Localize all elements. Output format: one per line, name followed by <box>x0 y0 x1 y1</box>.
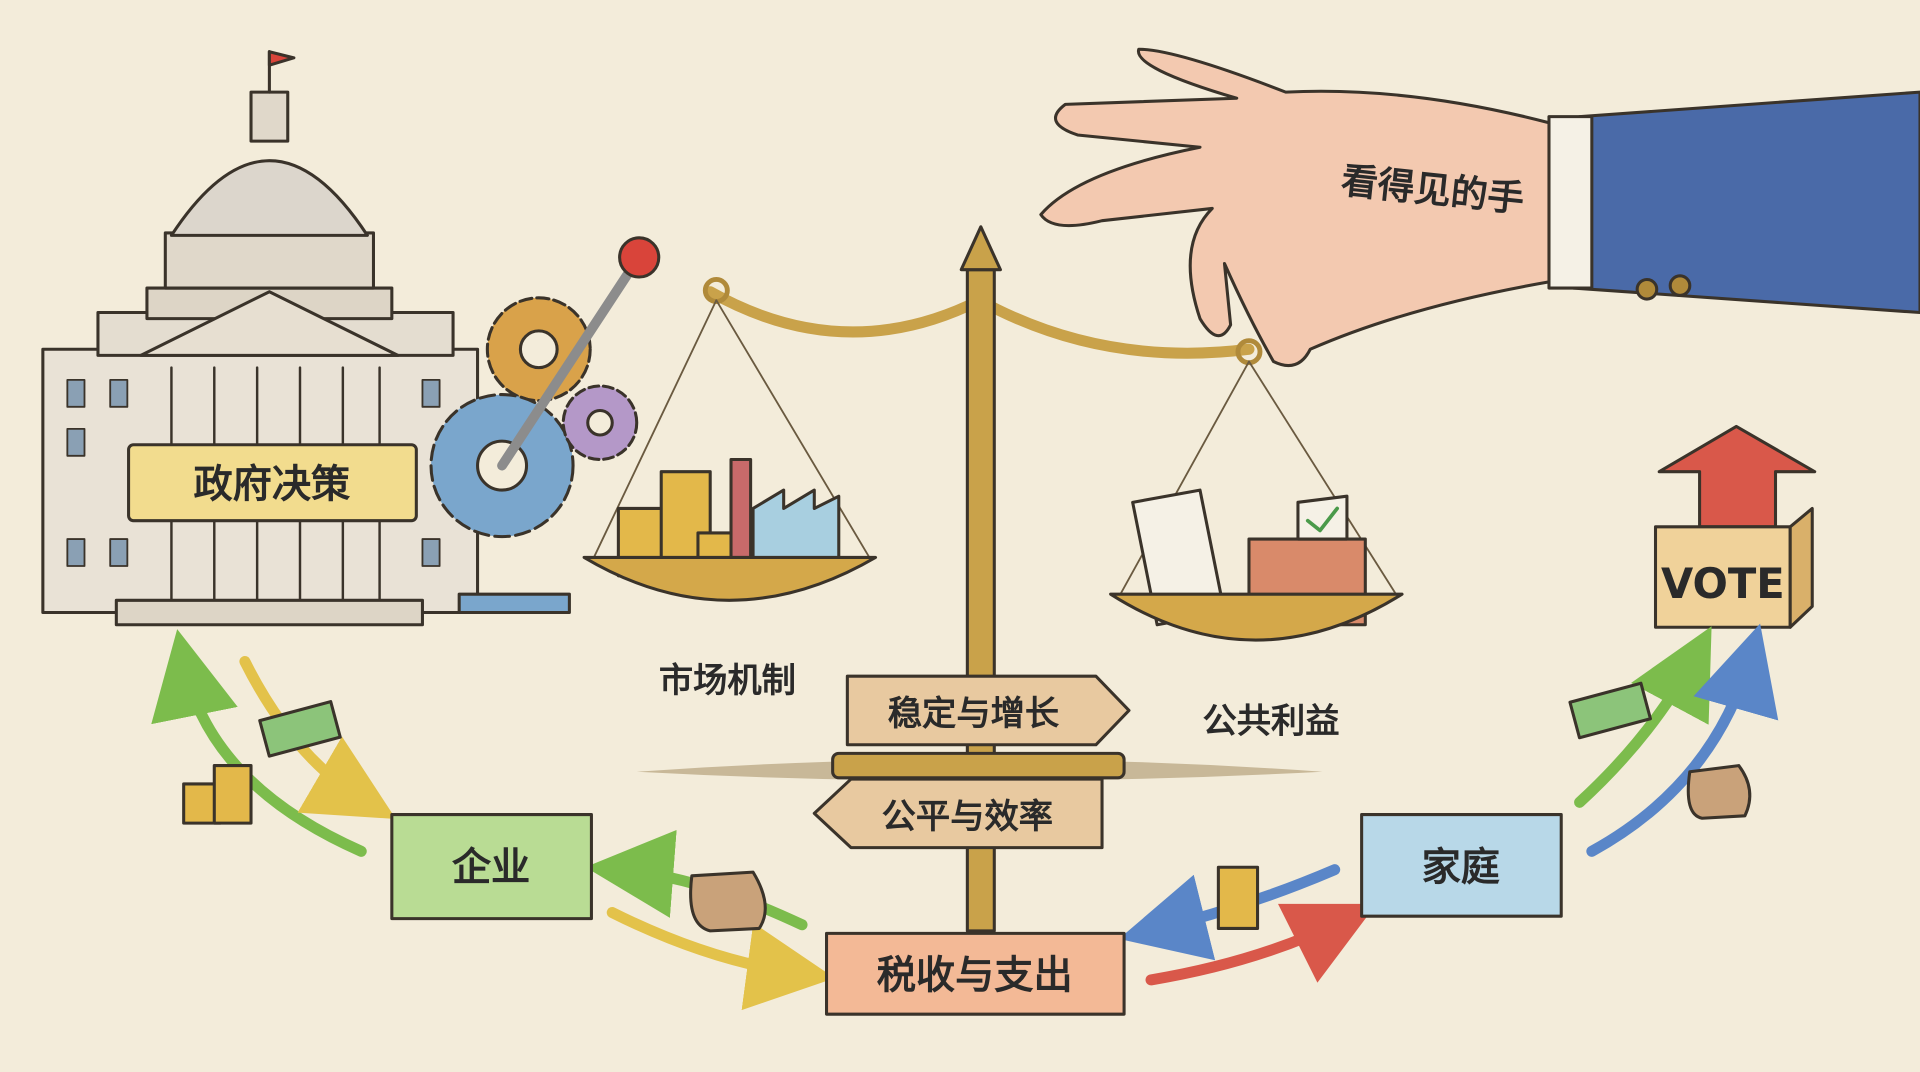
household-node: 家庭 <box>1360 813 1563 918</box>
household-label: 家庭 <box>1422 846 1500 891</box>
coins-icon <box>182 764 1260 930</box>
visible-hand: 看得见的手 <box>1039 47 1920 368</box>
government-decision-text: 政府决策 <box>193 462 351 507</box>
enterprise-label: 企业 <box>452 846 530 891</box>
arrow-tax-to-household <box>1145 903 1377 986</box>
market-mechanism-label: 市场机制 <box>659 661 796 701</box>
tax-spending-node: 税收与支出 <box>825 931 1126 1016</box>
government-decision-label: 政府决策 <box>127 443 418 523</box>
lever-icon[interactable] <box>497 236 661 471</box>
enterprise-node: 企业 <box>390 813 593 921</box>
arrow-enterprise-to-tax <box>606 907 835 1011</box>
public-interest-label: 公共利益 <box>1202 702 1339 742</box>
signpost-bottom-text: 公平与效率 <box>882 797 1053 837</box>
cash-icon <box>258 681 1652 758</box>
signpost-top-text: 稳定与增长 <box>888 694 1060 734</box>
arrow-vote-to-household <box>1586 623 1779 857</box>
arrow-household-to-vote <box>1574 626 1712 808</box>
capitol-building <box>41 50 480 627</box>
signpost-fairness-efficiency: 公平与效率 <box>812 777 1104 850</box>
flow-arrows <box>151 623 1779 1011</box>
ballot-box: VOTE <box>1653 424 1817 629</box>
scale-base <box>831 751 1126 780</box>
tax-spending-label: 税收与支出 <box>877 953 1073 998</box>
money-bag-icon <box>689 764 1752 933</box>
vote-label: VOTE <box>1661 559 1785 608</box>
signpost-stability-growth: 稳定与增长 <box>845 674 1131 747</box>
